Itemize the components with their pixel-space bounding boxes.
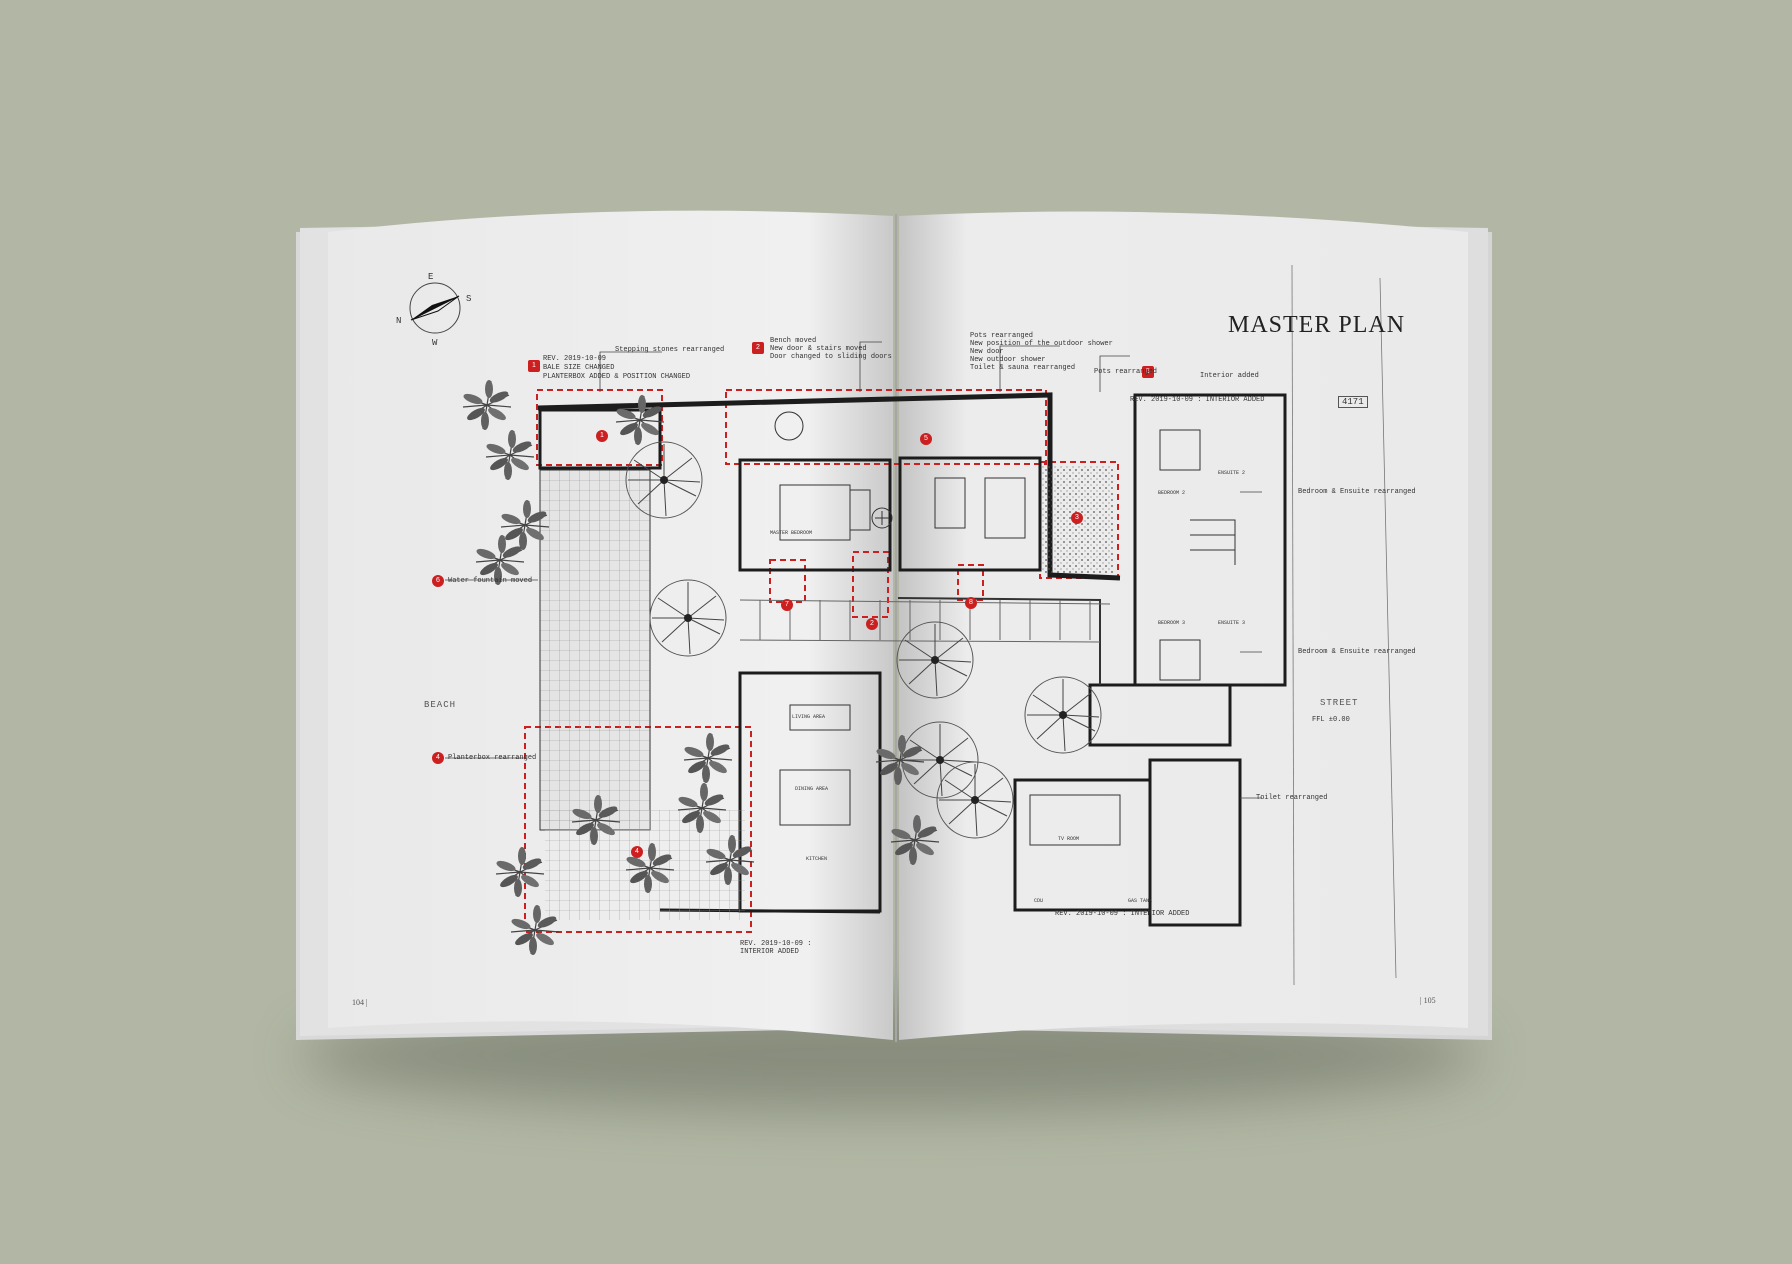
page-number-right: | 105 (1420, 996, 1436, 1005)
room-label: GAS TANK (1128, 898, 1153, 904)
plan-marker: 3 (1071, 512, 1083, 524)
note-toilet: Toilet rearranged (1256, 794, 1328, 802)
plan-marker: 4 (631, 846, 643, 858)
note-6: Water fountain moved (448, 577, 533, 585)
zone-beach: BEACH (424, 700, 457, 710)
revision-marker: 2 (752, 342, 764, 354)
note-rev-bottom-left: REV. 2019-10-09 : INTERIOR ADDED (740, 940, 812, 956)
room-label: KITCHEN (806, 856, 828, 862)
compass-letter: S (466, 294, 472, 304)
room-label: DINING AREA (795, 786, 829, 792)
revision-marker: 1 (528, 360, 540, 372)
note-4: Planterbox rearranged (448, 754, 537, 762)
plan-marker: 5 (920, 433, 932, 445)
room-label: TV ROOM (1058, 836, 1080, 842)
compass-letter: N (396, 316, 402, 326)
revision-marker: 6 (432, 575, 444, 587)
zone-street: STREET (1320, 698, 1359, 708)
plan-marker: 1 (596, 430, 608, 442)
right-page (899, 211, 1468, 1040)
room-label: BEDROOM 3 (1158, 620, 1186, 626)
room-label: ENSUITE 2 (1218, 470, 1246, 476)
room-label: BEDROOM 2 (1158, 490, 1186, 496)
revision-marker: 5 (1142, 366, 1154, 378)
page-title: MASTER PLAN (1228, 312, 1406, 338)
plan-marker: 8 (965, 597, 977, 609)
note-interior: Interior added (1200, 372, 1259, 380)
room-label: ENSUITE 3 (1218, 620, 1246, 626)
note-rev-top: REV. 2019-10-09 : INTERIOR ADDED (1130, 396, 1265, 404)
room-label: MASTER BEDROOM (770, 530, 813, 536)
compass-letter: W (432, 338, 438, 348)
plan-marker: 2 (866, 618, 878, 630)
plan-marker: 7 (781, 599, 793, 611)
page-number-left: 104 | (352, 998, 368, 1007)
note-stepping-stones: Stepping stones rearranged (615, 346, 725, 354)
note-3: Pots rearranged New position of the outd… (970, 332, 1113, 372)
room-label: LIVING AREA (792, 714, 826, 720)
compass-letter: E (428, 272, 434, 282)
revision-marker: 4 (432, 752, 444, 764)
note-bedroom-a: Bedroom & Ensuite rearranged (1298, 488, 1416, 496)
note-rev-bottom-right: REV. 2019-10-09 : INTERIOR ADDED (1055, 910, 1190, 918)
note-2: Bench moved New door & stairs moved Door… (770, 337, 892, 361)
room-label: CDU (1034, 898, 1044, 904)
note-5: Pots rearranged (1094, 368, 1158, 376)
note-1: REV. 2019-10-09 BALE SIZE CHANGED PLANTE… (543, 355, 691, 381)
zone-ffl: FFL ±0.00 (1312, 716, 1350, 724)
note-bedroom-b: Bedroom & Ensuite rearranged (1298, 648, 1416, 656)
compass-icon (409, 282, 461, 334)
plot-number: 4171 (1338, 396, 1368, 408)
